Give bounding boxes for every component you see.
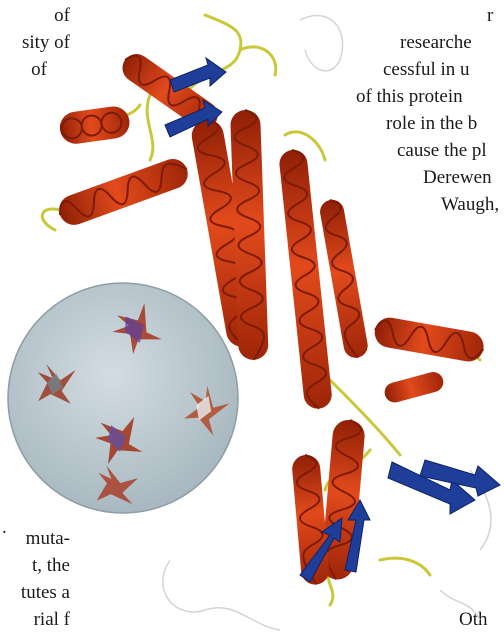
crystal-inset-circle <box>8 283 238 515</box>
